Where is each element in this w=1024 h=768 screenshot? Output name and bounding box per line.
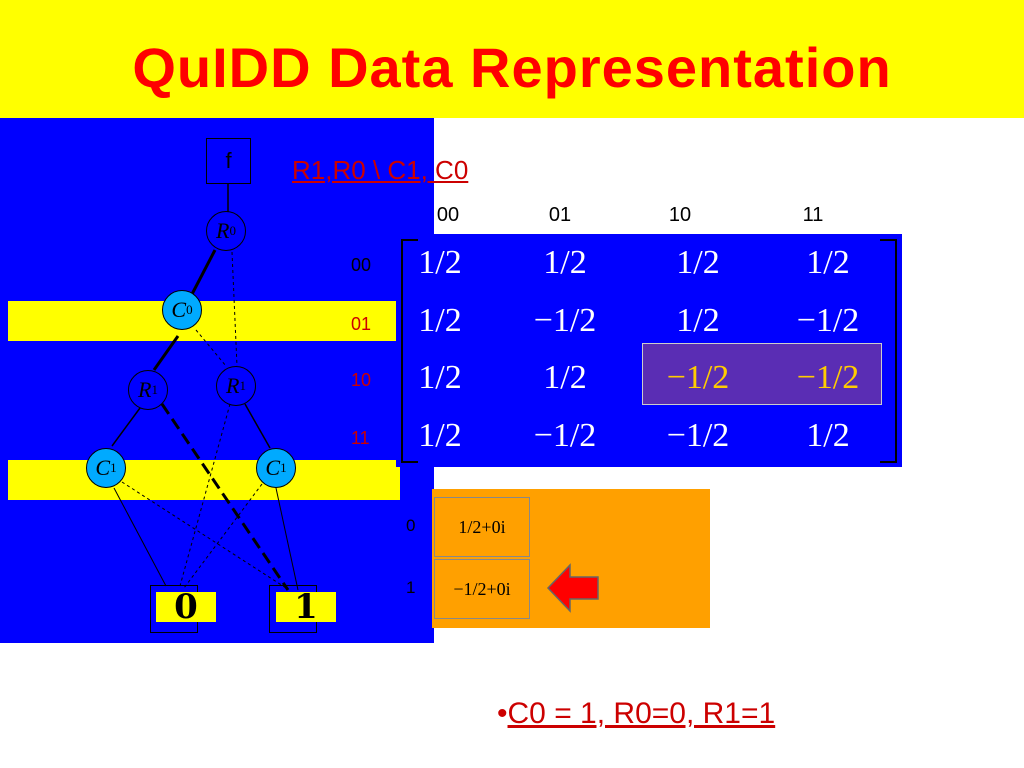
assignment-note: •C0 = 1, R0=0, R1=1 xyxy=(497,697,775,731)
matrix-cell: 1/2 xyxy=(543,244,587,281)
assignment-text: C0 = 1, R0=0, R1=1 xyxy=(507,697,776,730)
slide-title: QuIDD Data Representation xyxy=(132,36,892,99)
terminal-value-cell: −1/2+0i xyxy=(434,559,530,619)
edge-c1left-t1 xyxy=(121,481,287,589)
row-label: 11 xyxy=(351,428,370,448)
matrix-index-header: R1,R0 \ C1, C0 xyxy=(292,155,469,185)
col-label: 00 xyxy=(436,204,460,226)
matrix-cell: 1/2 xyxy=(806,244,850,281)
matrix-cell: −1/2 xyxy=(666,417,730,454)
matrix-brackets xyxy=(401,239,897,463)
edge-r1right-c1right xyxy=(244,403,271,449)
matrix-cell: −1/2 xyxy=(533,417,597,454)
terminal-index: 1 xyxy=(406,578,416,597)
col-label: 01 xyxy=(548,204,572,226)
matrix-cell: −1/2 xyxy=(796,302,860,339)
terminal-label-1: 1 xyxy=(276,590,336,624)
terminal-label-0: 0 xyxy=(156,590,216,624)
edge-r0-r1right-else xyxy=(231,251,238,367)
edge-r1left-t1 xyxy=(160,403,290,591)
matrix-cell: 1/2 xyxy=(418,417,462,454)
row-label: 10 xyxy=(351,370,372,390)
row-label: 01 xyxy=(351,314,372,334)
edge-c0-r1right-else xyxy=(195,329,227,367)
graph-edges xyxy=(111,184,299,591)
c0-level-band xyxy=(8,301,398,341)
function-label: f xyxy=(225,148,232,173)
edge-r0-c0-then xyxy=(188,249,217,299)
matrix-cell-highlighted: −1/2 xyxy=(796,359,860,396)
bullet-mark: • xyxy=(497,697,508,730)
matrix-cell: 1/2 xyxy=(418,302,462,339)
matrix-cell: 1/2 xyxy=(543,359,587,396)
function-label-box: f xyxy=(206,138,251,184)
matrix-cell: 1/2 xyxy=(806,417,850,454)
terminal-index: 0 xyxy=(406,516,416,535)
terminal-value-table xyxy=(432,489,710,628)
edge-c1left-t0 xyxy=(113,487,167,587)
matrix-cell-highlighted: −1/2 xyxy=(666,359,730,396)
row-label: 00 xyxy=(351,255,372,275)
pointer-arrow-icon xyxy=(546,563,599,613)
col-label: 10 xyxy=(668,204,692,226)
edge-r1left-c1left xyxy=(111,407,141,447)
edge-r1right-t0 xyxy=(179,403,231,587)
matrix-cell: 1/2 xyxy=(676,302,720,339)
matrix-cell: 1/2 xyxy=(418,244,462,281)
matrix-cell: 1/2 xyxy=(418,359,462,396)
edge-c0-r1left-then xyxy=(152,335,180,371)
terminal-value-cell: 1/2+0i xyxy=(434,497,530,557)
matrix-highlight xyxy=(642,343,882,405)
edge-c1right-t0 xyxy=(183,483,263,589)
matrix-cell: 1/2 xyxy=(676,244,720,281)
matrix-cell: −1/2 xyxy=(533,302,597,339)
col-label: 11 xyxy=(802,204,824,226)
edge-c1right-t1 xyxy=(275,487,299,591)
title-band xyxy=(0,0,1024,118)
